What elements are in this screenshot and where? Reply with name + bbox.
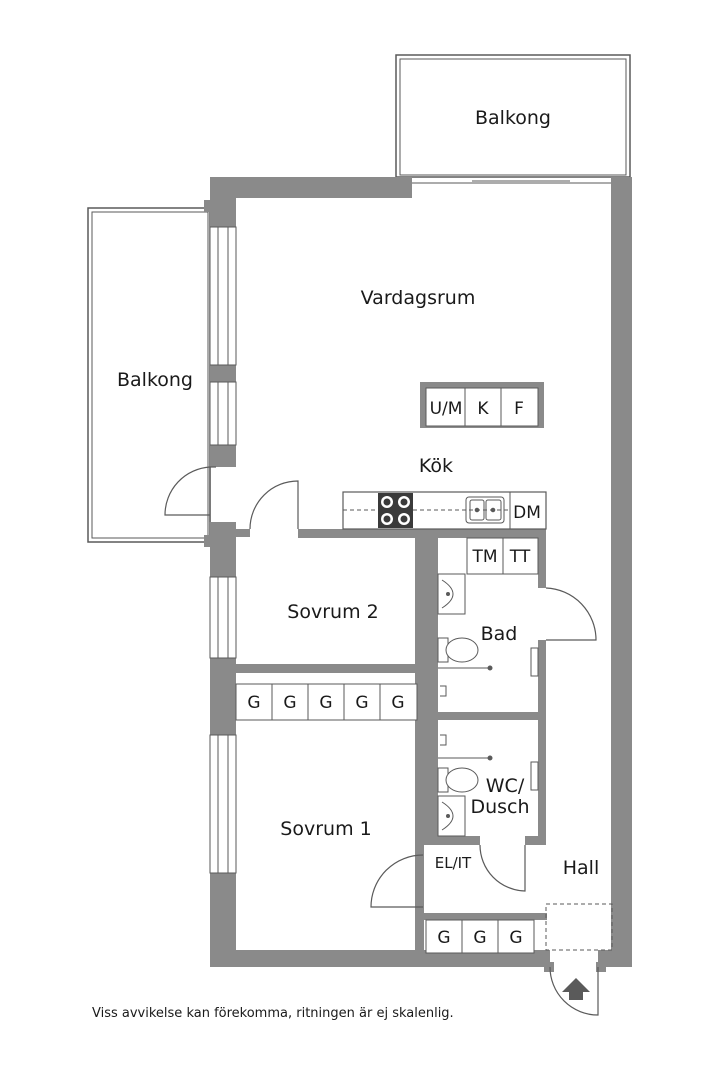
wardrobe-label: G (319, 693, 332, 713)
entrance-arrow-icon (562, 978, 590, 1000)
hall-wardrobe-label: G (473, 928, 486, 948)
kitchen-sink-icon (465, 496, 505, 524)
balcony-left-label: Balkong (117, 369, 193, 391)
wc-label-line2: Dusch (470, 796, 529, 818)
bathroom-fixtures (437, 537, 539, 697)
exterior-walls (210, 177, 632, 967)
wardrobe-label: G (391, 693, 404, 713)
disclaimer-text: Viss avvikelse kan förekomma, ritningen … (92, 1006, 454, 1021)
wardrobe-label: G (283, 693, 296, 713)
hall-label: Hall (563, 857, 600, 879)
wardrobes-bedroom (235, 683, 418, 721)
interior-walls (236, 529, 547, 950)
hall-dashed-area (545, 903, 613, 951)
appliance-row (420, 382, 544, 428)
appliance-tm-label: TM (471, 547, 497, 567)
el-it-label: EL/IT (435, 854, 472, 872)
wardrobe-label: G (247, 693, 260, 713)
appliance-um-label: U/M (430, 399, 463, 419)
wardrobe-label: G (355, 693, 368, 713)
bathroom-label: Bad (481, 623, 518, 645)
appliance-tt-label: TT (509, 547, 531, 567)
hall-wardrobe-label: G (509, 928, 522, 948)
balcony-top-label: Balkong (475, 107, 551, 129)
stove-icon (378, 493, 413, 528)
doors (164, 466, 599, 1016)
appliance-dm-label: DM (513, 503, 541, 523)
appliance-f-label: F (514, 399, 524, 419)
hall-wardrobe-label: G (437, 928, 450, 948)
kitchen-label: Kök (419, 455, 453, 477)
appliance-k-label: K (477, 399, 489, 419)
balcony-door-top (412, 176, 611, 184)
kitchen-counter (342, 491, 547, 530)
bedroom-1-label: Sovrum 1 (280, 818, 371, 840)
wc-label-line1: WC/ (486, 775, 525, 797)
windows-left (209, 226, 237, 874)
wall-notches (204, 200, 606, 972)
bedroom-2-label: Sovrum 2 (287, 601, 378, 623)
wc-fixtures (437, 734, 539, 837)
wardrobes-hall (425, 919, 535, 954)
living-room-label: Vardagsrum (361, 287, 476, 309)
